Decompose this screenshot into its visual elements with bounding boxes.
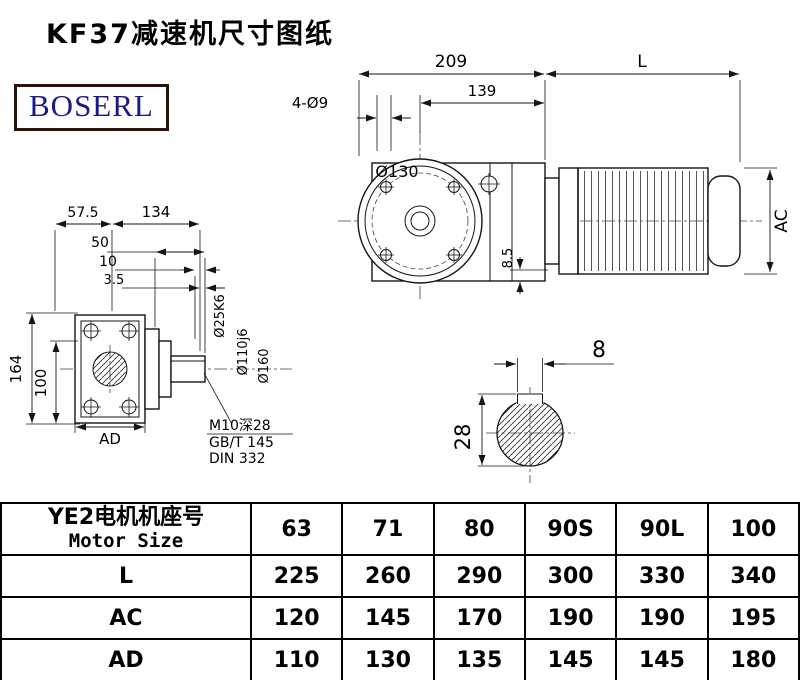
dim-AD: AD — [99, 430, 121, 448]
key-section-view: 8 28 — [451, 338, 614, 483]
shaft-section — [496, 399, 564, 467]
keyway-slot — [517, 393, 543, 404]
value-cell: 300 — [523, 554, 618, 598]
table-header-row: YE2电机机座号 Motor Size 63 71 80 90S 90L 100 — [0, 502, 800, 556]
value-cell: 225 — [249, 554, 344, 598]
dim-AC: AC — [772, 209, 792, 232]
technical-drawing: 209 L 139 4-Ø9 Ø130 AC — [7, 52, 792, 483]
note-tap: M10深28 — [209, 418, 271, 434]
holes-callout: 4-Ø9 — [292, 94, 328, 112]
value-cell: 340 — [706, 554, 800, 598]
page-title: KF37减速机尺寸图纸 — [46, 19, 334, 50]
row-label-AD: AD — [0, 638, 252, 680]
motor-size-63: 63 — [249, 502, 344, 556]
value-cell: 190 — [523, 596, 618, 640]
value-cell: 190 — [615, 596, 709, 640]
value-cell: 290 — [432, 554, 526, 598]
note-din: DIN 332 — [209, 451, 266, 467]
dim-57-5: 57.5 — [67, 205, 98, 221]
motor-size-90s: 90S — [523, 502, 618, 556]
value-cell: 120 — [249, 596, 344, 640]
row-label-AC: AC — [0, 596, 252, 640]
flange-bolt-holes — [378, 179, 462, 263]
dim-3-5: 3.5 — [104, 273, 125, 288]
shaft-dia-label: Ø25K6 — [213, 294, 228, 338]
value-cell: 130 — [341, 638, 435, 680]
dim-139: 139 — [468, 82, 497, 100]
value-cell: 180 — [706, 638, 800, 680]
value-cell: 110 — [249, 638, 344, 680]
dim-209: 209 — [435, 52, 467, 72]
spigot-dia-label: Ø110j6 — [236, 329, 251, 376]
dim-100: 100 — [32, 369, 50, 398]
value-cell: 145 — [341, 596, 435, 640]
table-row-AD: AD 110 130 135 145 145 180 — [0, 638, 800, 680]
value-cell: 195 — [706, 596, 800, 640]
value-cell: 135 — [432, 638, 526, 680]
brand-logo-text: BOSERL — [29, 88, 154, 123]
motor-size-80: 80 — [432, 502, 526, 556]
brand-logo-box: BOSERL — [14, 84, 169, 131]
table-row-AC: AC 120 145 170 190 190 195 — [0, 596, 800, 640]
side-view: 57.5 134 50 10 3.5 164 — [7, 203, 293, 467]
motor-size-71: 71 — [341, 502, 435, 556]
table-row-L: L 225 260 290 300 330 340 — [0, 554, 800, 598]
value-cell: 260 — [341, 554, 435, 598]
table-header-cell: YE2电机机座号 Motor Size — [0, 502, 252, 556]
dim-134: 134 — [142, 203, 171, 221]
value-cell: 145 — [523, 638, 618, 680]
dim-10: 10 — [99, 254, 117, 270]
value-cell: 330 — [615, 554, 709, 598]
dim-8-5: 8.5 — [501, 248, 516, 269]
output-shaft — [144, 328, 206, 410]
row-label-L: L — [0, 554, 252, 598]
motor-size-90l: 90L — [615, 502, 709, 556]
note-gb: GB/T 145 — [209, 435, 274, 451]
output-flange-dia-label: Ø160 — [257, 348, 272, 383]
motor-size-100: 100 — [706, 502, 800, 556]
dim-50: 50 — [91, 235, 109, 251]
value-cell: 170 — [432, 596, 526, 640]
table-header-cn: YE2电机机座号 — [47, 504, 205, 530]
motor-size-table: YE2电机机座号 Motor Size 63 71 80 90S 90L 100… — [0, 502, 800, 680]
dim-key-depth: 28 — [451, 424, 475, 451]
value-cell: 145 — [615, 638, 709, 680]
front-view: 209 L 139 4-Ø9 Ø130 AC — [292, 52, 792, 300]
flange-dia-label: Ø130 — [375, 162, 418, 181]
dim-164: 164 — [7, 355, 25, 384]
table-header-en: Motor Size — [68, 529, 184, 552]
motor-body — [544, 167, 741, 275]
housing-bolt-holes — [81, 321, 139, 417]
dim-L: L — [637, 52, 647, 72]
dim-key-width: 8 — [592, 338, 606, 363]
